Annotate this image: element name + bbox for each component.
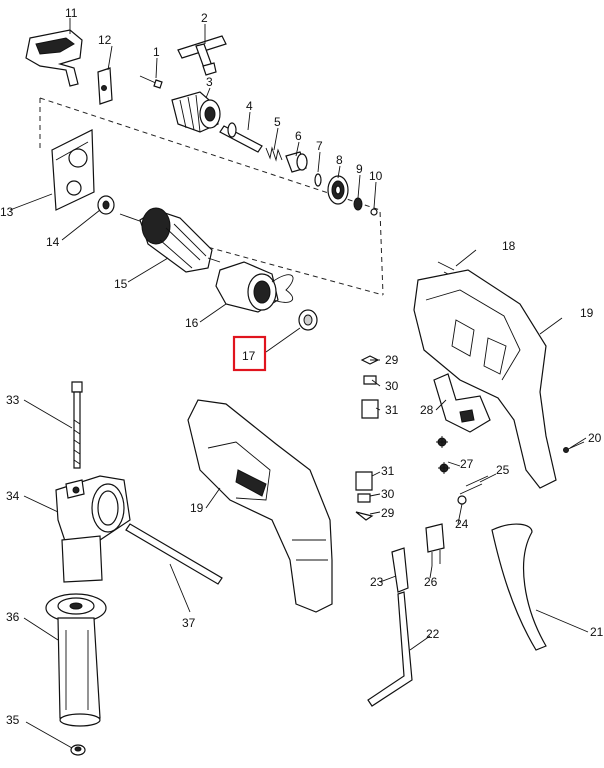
label-37: 37: [182, 616, 196, 630]
label-8: 8: [336, 153, 343, 167]
part-15-armature: [119, 207, 221, 273]
part-labels: 11 2 12 1 3 4 5 6 7 8 9 10 13 14 15 16 1…: [0, 6, 604, 727]
label-19-body: 19: [190, 501, 204, 515]
part-11-grip-cover: [25, 29, 83, 87]
label-11: 11: [65, 6, 78, 20]
label-10: 10: [369, 169, 383, 183]
label-31-lower: 31: [381, 464, 395, 478]
label-4: 4: [246, 99, 253, 113]
label-6: 6: [295, 129, 302, 143]
label-22: 22: [426, 627, 440, 641]
part-10-ball: [370, 208, 378, 216]
part-27-connector: [436, 436, 450, 474]
label-20: 20: [588, 431, 602, 445]
part-4-spindle: [219, 122, 263, 153]
label-28: 28: [420, 403, 434, 417]
label-25: 25: [496, 463, 510, 477]
assembly-boundary: [39, 97, 384, 296]
label-29-upper: 29: [385, 353, 399, 367]
part-34-clamp: [55, 475, 131, 583]
part-24-25-screws: [457, 475, 489, 505]
label-1: 1: [153, 45, 160, 59]
part-13-brush-plate: [51, 129, 95, 211]
part-5-spring: [265, 146, 283, 162]
label-9: 9: [356, 162, 363, 176]
part-20-screw: [563, 441, 585, 453]
label-21: 21: [590, 625, 604, 639]
part-33-bolt: [71, 381, 83, 469]
part-28-switch: [433, 373, 491, 433]
label-15: 15: [114, 277, 128, 291]
part-1-screw: [139, 75, 163, 89]
label-27: 27: [460, 457, 474, 471]
label-29-lower: 29: [381, 506, 395, 520]
label-13: 13: [0, 205, 14, 219]
label-30-lower: 30: [381, 487, 395, 501]
part-8-gear: [327, 175, 349, 205]
label-24: 24: [455, 517, 469, 531]
label-3: 3: [206, 75, 213, 89]
label-34: 34: [6, 489, 20, 503]
label-23: 23: [370, 575, 384, 589]
leader-lines: [9, 18, 589, 749]
part-12-plate: [97, 67, 113, 105]
part-29-30-31-brush-upper: [360, 355, 380, 419]
part-22-power-cord: [367, 591, 413, 707]
label-7: 7: [316, 139, 323, 153]
part-2-chuck-key: [177, 35, 227, 76]
label-16: 16: [185, 316, 199, 330]
highlight-box-17: [232, 335, 267, 372]
label-17: 17: [242, 349, 256, 363]
label-35: 35: [6, 713, 20, 727]
part-19-housing-right: [413, 269, 557, 489]
label-12: 12: [98, 33, 112, 47]
part-36-handle-grip: [45, 593, 107, 727]
part-21-handle-cover: [491, 523, 547, 651]
part-29-30-31-brush-lower: [355, 471, 374, 521]
part-17-bearing: [298, 309, 318, 331]
label-31-upper: 31: [385, 403, 399, 417]
part-16-stator: [215, 261, 294, 313]
part-37-depth-rod: [125, 523, 223, 585]
label-14: 14: [46, 235, 60, 249]
label-5: 5: [274, 115, 281, 129]
part-14-bearing: [97, 195, 115, 215]
part-9-pinion: [353, 197, 363, 211]
label-2: 2: [201, 11, 208, 25]
part-7-clip: [314, 173, 322, 187]
part-35-nut: [70, 744, 86, 756]
label-33: 33: [6, 393, 20, 407]
label-19-housing: 19: [580, 306, 594, 320]
label-36: 36: [6, 610, 20, 624]
part-26-capacitor: [425, 523, 445, 566]
part-19-drill-body: [187, 399, 333, 613]
part-23-cord-guard: [391, 547, 409, 593]
label-26: 26: [424, 575, 438, 589]
label-30-upper: 30: [385, 379, 399, 393]
part-6-sleeve: [285, 151, 308, 173]
label-18: 18: [502, 239, 516, 253]
part-3-chuck: [171, 91, 221, 133]
